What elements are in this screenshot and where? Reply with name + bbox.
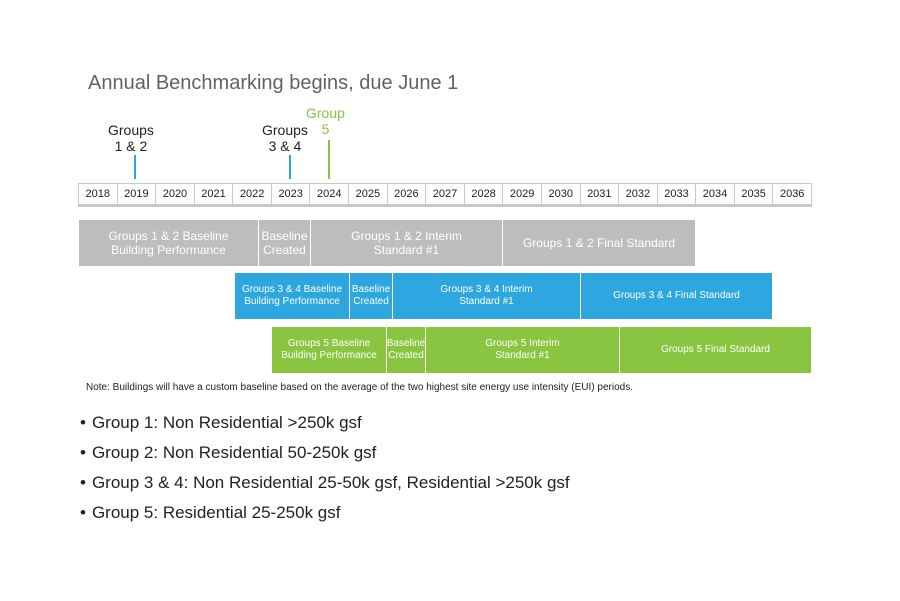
year-cell: 2021 xyxy=(195,184,234,204)
group-5-interim-standard: Groups 5 Interim Standard #1 xyxy=(426,327,620,373)
groups-3-4-baseline-performance: Groups 3 & 4 Baseline Building Performan… xyxy=(235,273,350,319)
group-5-baseline-performance: Groups 5 Baseline Building Performance xyxy=(272,327,387,373)
year-cell: 2026 xyxy=(388,184,427,204)
group-definitions-list: • Group 1: Non Residential >250k gsf • Gro… xyxy=(80,408,570,528)
year-cell: 2022 xyxy=(233,184,272,204)
year-cell: 2034 xyxy=(696,184,735,204)
group-definition-text: Group 2: Non Residential 50-250k gsf xyxy=(91,443,377,462)
groups-1-2-final-standard: Groups 1 & 2 Final Standard xyxy=(503,220,696,266)
year-cell: 2020 xyxy=(156,184,195,204)
group-definition-text: Group 5: Residential 25-250k gsf xyxy=(91,503,341,522)
year-cell: 2035 xyxy=(735,184,774,204)
list-item: • Group 3 & 4: Non Residential 25-50k gsf… xyxy=(80,468,570,498)
marker-groups-3-4-line xyxy=(289,155,291,179)
groups-3-4-baseline-created: Baseline Created xyxy=(350,273,393,319)
year-cell: 2030 xyxy=(542,184,581,204)
list-item: • Group 1: Non Residential >250k gsf xyxy=(80,408,570,438)
year-cell: 2027 xyxy=(426,184,465,204)
bullet-icon: • xyxy=(80,413,86,432)
year-cell: 2024 xyxy=(310,184,350,204)
groups-1-2-interim-standard: Groups 1 & 2 Interim Standard #1 xyxy=(311,220,503,266)
groups-3-4-final-standard: Groups 3 & 4 Final Standard xyxy=(581,273,773,319)
groups-1-2-baseline-performance: Groups 1 & 2 Baseline Building Performan… xyxy=(79,220,259,266)
year-cell: 2033 xyxy=(658,184,697,204)
marker-group-5-label: Group 5 xyxy=(306,105,345,137)
year-cell: 2025 xyxy=(349,184,388,204)
marker-groups-1-2-label: Groups 1 & 2 xyxy=(108,122,154,154)
bullet-icon: • xyxy=(80,443,86,462)
marker-groups-3-4-label: Groups 3 & 4 xyxy=(262,122,308,154)
chart-title: Annual Benchmarking begins, due June 1 xyxy=(88,72,459,94)
year-cell: 2036 xyxy=(779,188,805,200)
group-5-final-standard: Groups 5 Final Standard xyxy=(620,327,812,373)
list-item: • Group 2: Non Residential 50-250k gsf xyxy=(80,438,570,468)
groups-1-2-baseline-created: Baseline Created xyxy=(259,220,311,266)
bullet-icon: • xyxy=(80,503,86,522)
year-cell: 2018 xyxy=(79,184,118,204)
year-cell: 2032 xyxy=(619,184,658,204)
bullet-icon: • xyxy=(80,473,86,492)
groups-3-4-interim-standard: Groups 3 & 4 Interim Standard #1 xyxy=(393,273,581,319)
group-definition-text: Group 1: Non Residential >250k gsf xyxy=(91,413,362,432)
year-cell: 2031 xyxy=(581,184,620,204)
year-axis: 2018 2019 2020 2021 2022 2023 2024 2025 … xyxy=(78,183,812,207)
year-cell: 2029 xyxy=(503,184,542,204)
marker-groups-1-2-line xyxy=(134,155,136,179)
group-5-baseline-created: Baseline Created xyxy=(387,327,426,373)
list-item: • Group 5: Residential 25-250k gsf xyxy=(80,498,570,528)
year-cell: 2019 xyxy=(118,184,157,204)
year-cell: 2028 xyxy=(465,184,504,204)
baseline-note: Note: Buildings will have a custom basel… xyxy=(86,382,633,393)
year-cell: 2023 xyxy=(272,184,311,204)
marker-group-5-line xyxy=(328,140,330,179)
group-definition-text: Group 3 & 4: Non Residential 25-50k gsf,… xyxy=(91,473,570,492)
